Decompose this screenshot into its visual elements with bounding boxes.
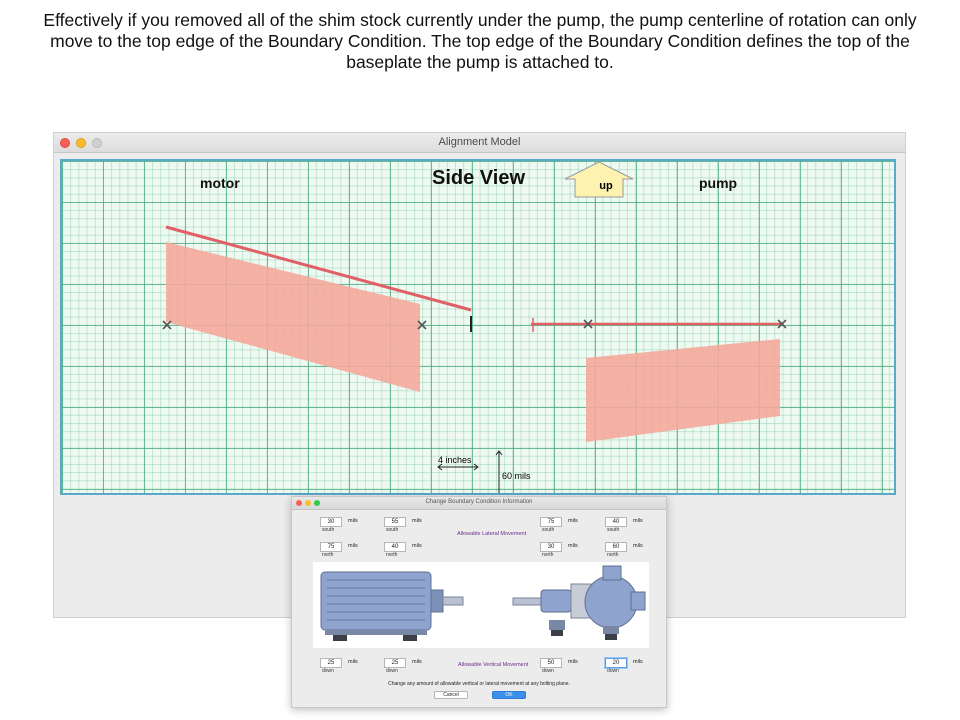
unit-label: mils <box>412 518 422 524</box>
vertical-down-field: 25 mils down <box>320 658 386 678</box>
close-button[interactable] <box>60 138 70 148</box>
lateral-south-input[interactable]: 55 <box>384 517 406 527</box>
boundary-condition-dialog: Change Boundary Condition Information 30… <box>291 496 667 708</box>
unit-label: mils <box>633 543 643 549</box>
motor-outboard-bolt-mark <box>417 320 427 330</box>
slide-caption: Effectively if you removed all of the sh… <box>43 10 917 72</box>
dialog-instructions: Change any amount of allowable vertical … <box>388 681 570 687</box>
lateral-north-input[interactable]: 60 <box>605 542 627 552</box>
lateral-south-input[interactable]: 30 <box>320 517 342 527</box>
direction-label: north <box>322 552 334 558</box>
lateral-south-input[interactable]: 75 <box>540 517 562 527</box>
lateral-north-field: 75 mils north <box>320 542 386 562</box>
pump-shaft-image <box>512 597 542 606</box>
minimize-button[interactable] <box>76 138 86 148</box>
machine-illustration <box>313 562 649 648</box>
unit-label: mils <box>412 543 422 549</box>
unit-label: mils <box>633 518 643 524</box>
vertical-down-input[interactable]: 25 <box>384 658 406 668</box>
unit-label: mils <box>348 659 358 665</box>
direction-label: north <box>542 552 554 558</box>
vertical-scale-label: 60 mils <box>502 471 531 481</box>
direction-label: north <box>607 552 619 558</box>
cancel-button[interactable]: Cancel <box>434 691 468 699</box>
lateral-north-field: 60 mils north <box>605 542 671 562</box>
lateral-north-field: 30 mils north <box>540 542 606 562</box>
direction-label: south <box>542 527 555 533</box>
horizontal-scale-bar <box>437 463 479 471</box>
direction-label: south <box>322 527 335 533</box>
direction-label: down <box>386 668 398 674</box>
vertical-down-field: 50 mils down <box>540 658 606 678</box>
pump-boundary-region <box>586 339 780 442</box>
side-view-title: Side View <box>432 167 526 189</box>
lateral-north-field: 40 mils north <box>384 542 450 562</box>
vertical-movement-caption: Allowable Vertical Movement <box>458 662 529 668</box>
alignment-model-window: Alignment Model <box>53 132 906 618</box>
pump-label: pump <box>699 175 738 191</box>
direction-label: south <box>607 527 620 533</box>
direction-label: north <box>386 552 398 558</box>
lateral-movement-caption: Allowable Lateral Movement <box>457 531 527 537</box>
vertical-down-field: 20 mils down <box>605 658 671 678</box>
lateral-south-input[interactable]: 40 <box>605 517 627 527</box>
motor-label: motor <box>200 175 240 191</box>
motor-body-image <box>320 571 432 631</box>
pump-outboard-bolt-mark <box>777 319 787 329</box>
dialog-zoom-button[interactable] <box>314 500 320 506</box>
motor-shaft-image <box>442 596 464 606</box>
dialog-titlebar: Change Boundary Condition Information <box>292 497 666 510</box>
unit-label: mils <box>348 543 358 549</box>
motor-boundary-region <box>166 242 420 392</box>
dialog-close-button[interactable] <box>296 500 302 506</box>
direction-label: down <box>542 668 554 674</box>
vertical-down-field: 25 mils down <box>384 658 450 678</box>
unit-label: mils <box>568 659 578 665</box>
lateral-south-field: 40 mils south <box>605 517 671 537</box>
lateral-north-input[interactable]: 40 <box>384 542 406 552</box>
unit-label: mils <box>633 659 643 665</box>
zoom-button[interactable] <box>92 138 102 148</box>
unit-label: mils <box>568 518 578 524</box>
side-view-grid: motor Side View pump up 4 inches 60 mils <box>60 159 896 495</box>
window-title: Alignment Model <box>438 136 521 148</box>
motor-inboard-bolt-mark <box>162 320 172 330</box>
ok-button[interactable]: OK <box>492 691 526 699</box>
window-titlebar: Alignment Model <box>54 133 905 153</box>
lateral-south-field: 30 mils south <box>320 517 386 537</box>
vertical-down-input[interactable]: 25 <box>320 658 342 668</box>
lateral-north-input[interactable]: 30 <box>540 542 562 552</box>
vertical-scale-bar <box>495 450 503 493</box>
lateral-south-field: 55 mils south <box>384 517 450 537</box>
up-arrow-icon[interactable] <box>564 161 634 198</box>
unit-label: mils <box>412 659 422 665</box>
lateral-south-field: 75 mils south <box>540 517 606 537</box>
unit-label: mils <box>348 518 358 524</box>
direction-label: south <box>386 527 399 533</box>
vertical-down-input[interactable]: 20 <box>605 658 627 668</box>
horizontal-scale-label: 4 inches <box>438 455 472 465</box>
lateral-north-input[interactable]: 75 <box>320 542 342 552</box>
unit-label: mils <box>568 543 578 549</box>
direction-label: down <box>322 668 334 674</box>
pump-inboard-bolt-mark <box>583 319 593 329</box>
side-view-canvas <box>162 161 787 493</box>
dialog-minimize-button[interactable] <box>305 500 311 506</box>
motor-pump-drawing <box>320 565 646 641</box>
direction-label: down <box>607 668 619 674</box>
dialog-title: Change Boundary Condition Information <box>425 499 533 505</box>
vertical-down-input[interactable]: 50 <box>540 658 562 668</box>
motor-centerline <box>165 225 472 312</box>
pump-casing-image <box>584 575 638 629</box>
